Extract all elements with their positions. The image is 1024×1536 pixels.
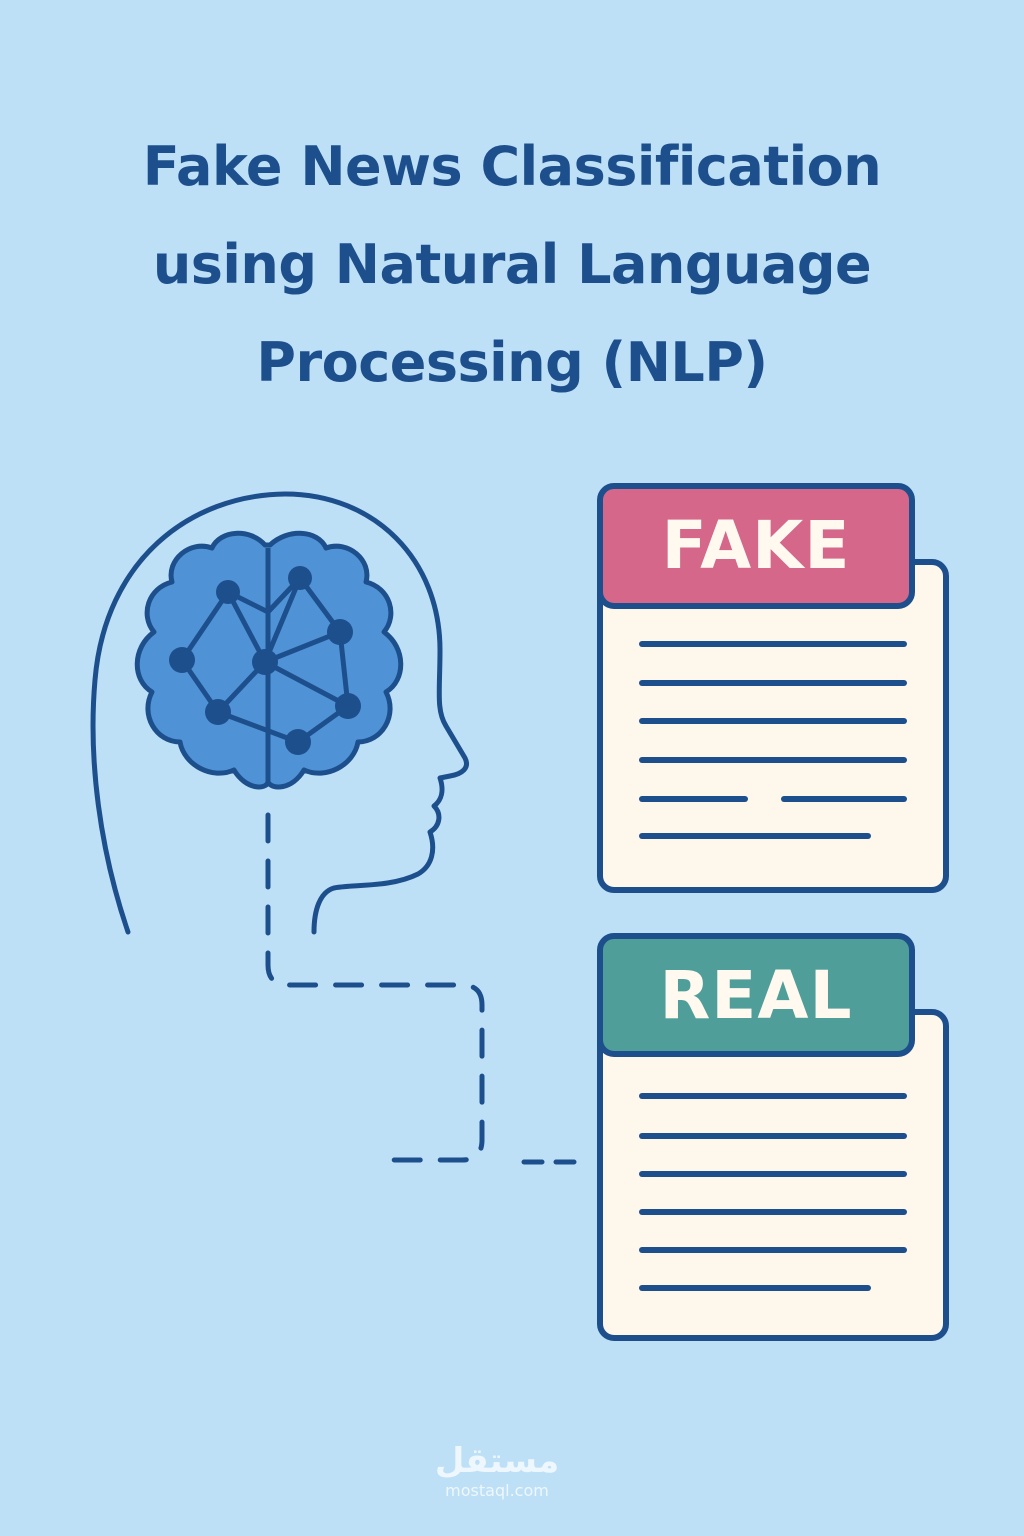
watermark-domain: mostaql.com (445, 1481, 549, 1500)
watermark: مستقل mostaql.com (412, 1440, 582, 1500)
real-document-icon (597, 933, 949, 1341)
watermark-arabic: مستقل (434, 1441, 560, 1481)
head-silhouette-icon (90, 491, 469, 935)
title-line-2: using Natural Language (152, 233, 872, 296)
page-title: Fake News Classification using Natural L… (0, 118, 1024, 412)
fake-label: FAKE (661, 507, 851, 584)
fake-document-icon (597, 483, 949, 893)
dashed-connector (265, 812, 579, 1165)
title-line-1: Fake News Classification (142, 135, 882, 198)
brain-network-icon (134, 530, 404, 790)
real-label: REAL (659, 957, 853, 1034)
title-line-3: Processing (NLP) (256, 331, 768, 394)
